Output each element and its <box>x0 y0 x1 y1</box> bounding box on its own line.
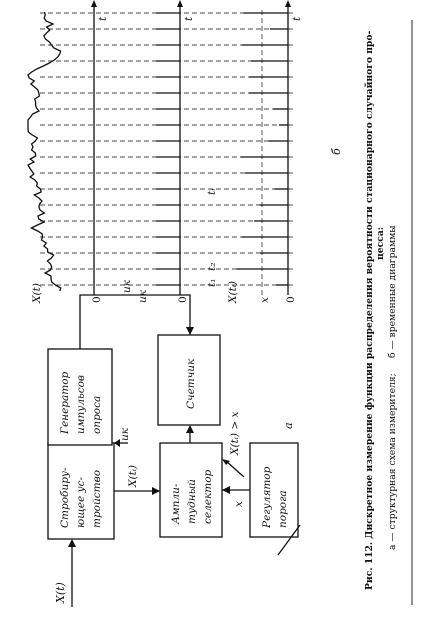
regulator-line-1: Регулятор <box>261 466 273 529</box>
panel3-t: t <box>291 16 303 21</box>
panel2-ti: tᵢ <box>206 189 218 195</box>
wire-label-uk-1: uк <box>119 427 131 441</box>
generator-line-3: опроса <box>91 396 103 434</box>
caption-line-3a: а — структурная схема измерителя; <box>387 373 398 550</box>
wire-label-x: x <box>233 501 245 507</box>
panel2-t: t <box>183 16 195 21</box>
generator-line-2: импульсов <box>75 375 87 434</box>
caption-line-1: Рис. 112. Дискретное измерение функции р… <box>364 31 375 590</box>
caption: Рис. 112. Дискретное измерение функции р… <box>364 31 398 590</box>
threshold-regulator-block <box>249 442 299 538</box>
sampling-instants <box>40 12 296 286</box>
sampler-line-1: Стробиру- <box>59 467 71 528</box>
panel2-t2: t₂ <box>206 263 218 271</box>
panel1-ylabel: X(t) <box>31 283 43 304</box>
generator-line-1: Генератор <box>59 371 71 435</box>
caption-line-2: цесса: <box>375 227 386 260</box>
panel1-t: t <box>97 16 109 21</box>
sampler-line-3: тройство <box>91 470 103 528</box>
diagram-b-tag: б <box>330 148 343 155</box>
panel3-ylabel: X(tᵢ) <box>227 281 239 304</box>
input-arrowhead <box>68 539 76 547</box>
random-process-curve <box>27 11 62 292</box>
panel3-x: x <box>259 297 271 303</box>
input-label: X(t) <box>54 582 67 604</box>
counter-block <box>157 334 221 426</box>
selector-line-3: селектор <box>202 469 214 524</box>
diagram-a: X(t) Стробиру- ющее ус- тройство Генерат… <box>47 279 301 607</box>
diagram-b: t 0 X(t) t 0 uк t₁ t₂ tᵢ t 0 X(tᵢ) x б <box>27 0 343 304</box>
panel1-zero: 0 <box>91 296 103 303</box>
diagram-a-tag: а <box>282 422 295 429</box>
panel2-zero: 0 <box>177 296 189 303</box>
panel3-zero: 0 <box>285 296 297 303</box>
sampling-pulses <box>156 12 180 286</box>
regulator-line-2: порога <box>277 490 289 528</box>
counter-label: Счетчик <box>185 358 197 409</box>
selector-line-1: Ампли- <box>170 483 182 525</box>
wire-generator-counter <box>79 294 191 349</box>
wire-label-xti-gt-x: X(tᵢ) > x <box>229 412 241 456</box>
regulator-adjust-mark <box>277 524 301 556</box>
panel2-ylabel: uк <box>137 289 149 303</box>
wire-label-uk-2: uк <box>121 279 133 293</box>
wire-label-xti: X(tᵢ) <box>127 465 139 488</box>
sampler-line-2: ющее ус- <box>75 477 87 528</box>
panel2-t1: t₁ <box>206 279 218 287</box>
caption-line-3b: б — временные диаграммы <box>387 225 398 358</box>
selector-line-2: тудный <box>186 479 198 524</box>
